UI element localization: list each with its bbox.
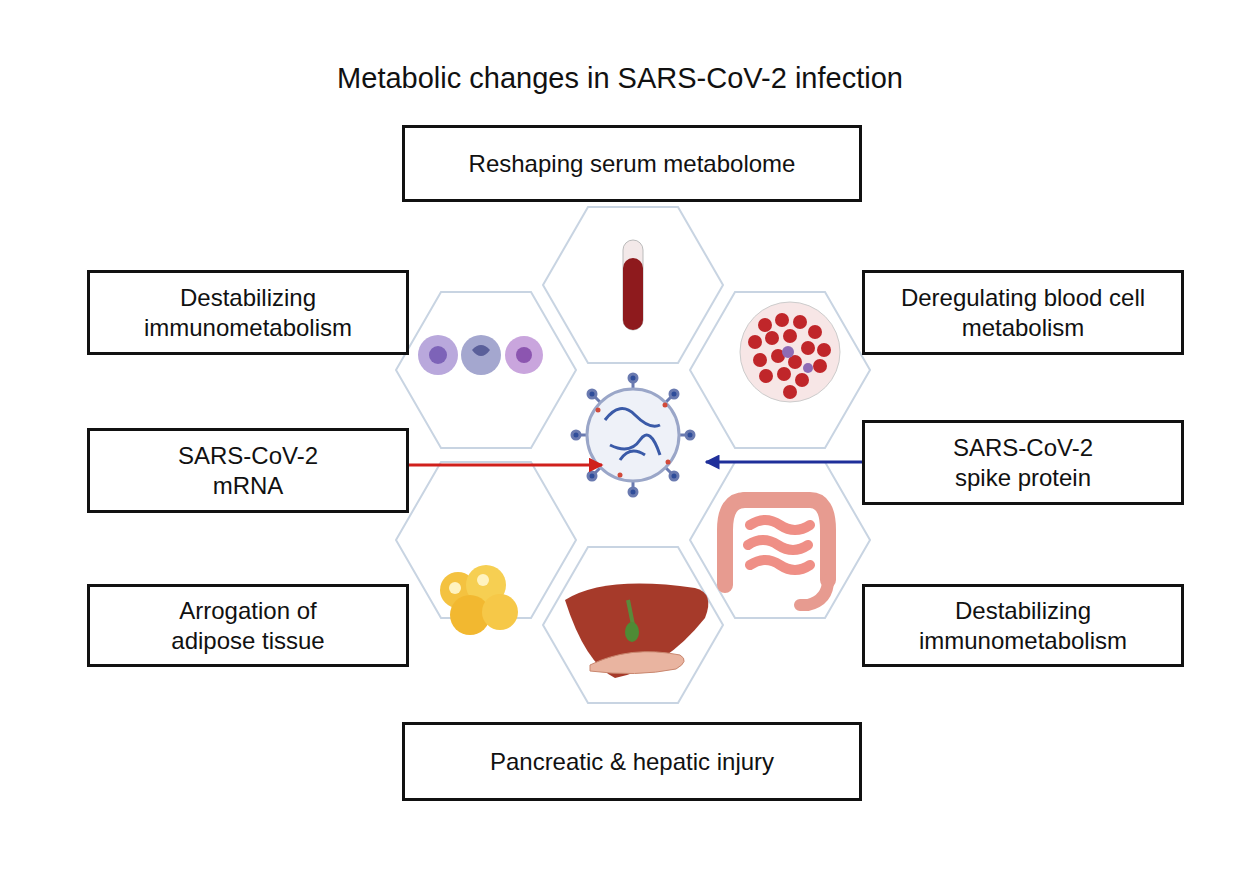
box-label: Destabilizing immunometabolism <box>118 283 378 343</box>
text-box: Destabilizing immunometabolism <box>87 270 409 355</box>
diagram-title: Metabolic changes in SARS-CoV-2 infectio… <box>0 62 1240 95</box>
liver-pancreas <box>565 584 708 678</box>
text-box: Destabilizing immunometabolism <box>862 584 1184 667</box>
arrow-line <box>408 464 602 467</box>
immune-cells <box>418 335 543 375</box>
box-label: SARS-CoV-2 mRNA <box>173 441 323 501</box>
box-label: Deregulating blood cell metabolism <box>898 283 1148 343</box>
text-box: Arrogation of adipose tissue <box>87 584 409 667</box>
arrow-line <box>706 461 862 464</box>
text-box: Pancreatic & hepatic injury <box>402 722 862 801</box>
box-label: Arrogation of adipose tissue <box>158 596 338 656</box>
box-label: Pancreatic & hepatic injury <box>490 747 774 777</box>
text-box: SARS-CoV-2 mRNA <box>87 428 409 513</box>
box-label: Reshaping serum metabolome <box>469 149 796 179</box>
text-box: Reshaping serum metabolome <box>402 125 862 202</box>
text-box: Deregulating blood cell metabolism <box>862 270 1184 355</box>
box-label: Destabilizing immunometabolism <box>893 596 1153 656</box>
adipose-cells <box>440 565 518 635</box>
text-box: SARS-CoV-2 spike protein <box>862 420 1184 505</box>
hexagon-frame <box>396 207 870 703</box>
intestine <box>725 500 828 605</box>
blood-cells <box>740 302 840 402</box>
virus <box>572 374 694 496</box>
box-label: SARS-CoV-2 spike protein <box>936 433 1111 493</box>
test-tube <box>623 240 643 330</box>
